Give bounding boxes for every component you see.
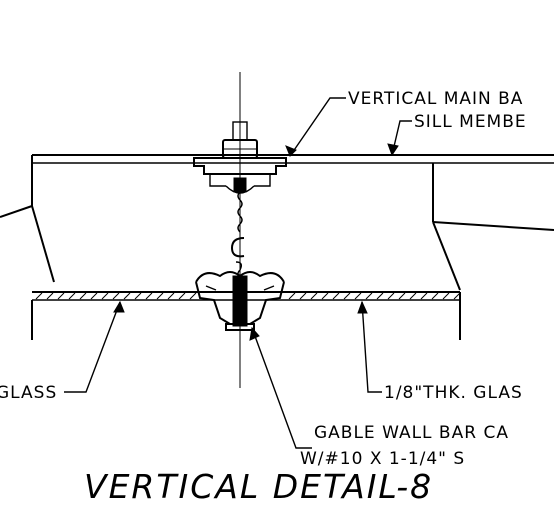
leader-vertical-main-bar (285, 97, 346, 157)
glass-hatch-line (167, 292, 175, 300)
glass-hatch-line (35, 292, 43, 300)
glass-hatch-line (365, 292, 373, 300)
glass-hatch-line (178, 292, 186, 300)
glass-hatch-line (431, 292, 439, 300)
leader-glass (64, 300, 125, 393)
glass-hatch-line (288, 292, 296, 300)
glass-hatch-line (332, 292, 340, 300)
screw-thread-line (233, 284, 247, 289)
hanger-wire (230, 191, 245, 277)
drawing-title: VERTICAL DETAIL-8 (84, 467, 433, 506)
glass-hatch-line (156, 292, 164, 300)
glass-hatch-line (420, 292, 428, 300)
glass-hatch-line (90, 292, 98, 300)
glass-hatch-line (112, 292, 120, 300)
leader-glass-thickness (357, 300, 382, 393)
glass-hatch-line (376, 292, 384, 300)
glass-hatch-line (398, 292, 406, 300)
glass-hatch-line (46, 292, 54, 300)
glass-hatch-line (79, 292, 87, 300)
glass-hatch-line (387, 292, 395, 300)
label-gable-cap-line2: W/#10 X 1-1/4" S (300, 449, 465, 469)
screw-thread-line (233, 309, 247, 314)
glass-hatch-line (189, 292, 197, 300)
glass-hatch-line (453, 292, 461, 300)
label-glass: GLASS (0, 383, 57, 403)
label-sill-member: SILL MEMBE (414, 112, 527, 132)
leader-gable-cap (249, 326, 312, 449)
glass-hatch-line (101, 292, 109, 300)
glass-hatch-line (123, 292, 131, 300)
glass-hatch-line (145, 292, 153, 300)
glass-hatch-line (354, 292, 362, 300)
leader-sill-member (387, 120, 412, 157)
screw-thread-line (233, 304, 247, 309)
glass-hatch-line (134, 292, 142, 300)
glass-hatch-line (343, 292, 351, 300)
screw-thread-line (233, 314, 247, 319)
gable-cap-assembly (195, 271, 285, 331)
label-glass-thickness: 1/8"THK. GLAS (384, 383, 523, 403)
label-vertical-main-bar: VERTICAL MAIN BA (348, 89, 523, 109)
glass-hatch-line (321, 292, 329, 300)
screw-thread-line (233, 279, 247, 284)
screw-thread-line (233, 319, 247, 324)
screw-thread-line (233, 294, 247, 299)
top-bolt (193, 121, 287, 194)
glass-hatch-line (409, 292, 417, 300)
glass-hatch-line (299, 292, 307, 300)
screw-thread-line (233, 299, 247, 304)
glass-hatch-line (57, 292, 65, 300)
glass-hatch-line (442, 292, 450, 300)
glass-hatch-line (68, 292, 76, 300)
screw-thread-line (233, 289, 247, 294)
sill-member (0, 154, 554, 291)
glass-hatch-line (310, 292, 318, 300)
label-gable-cap-line1: GABLE WALL BAR CA (314, 423, 509, 443)
